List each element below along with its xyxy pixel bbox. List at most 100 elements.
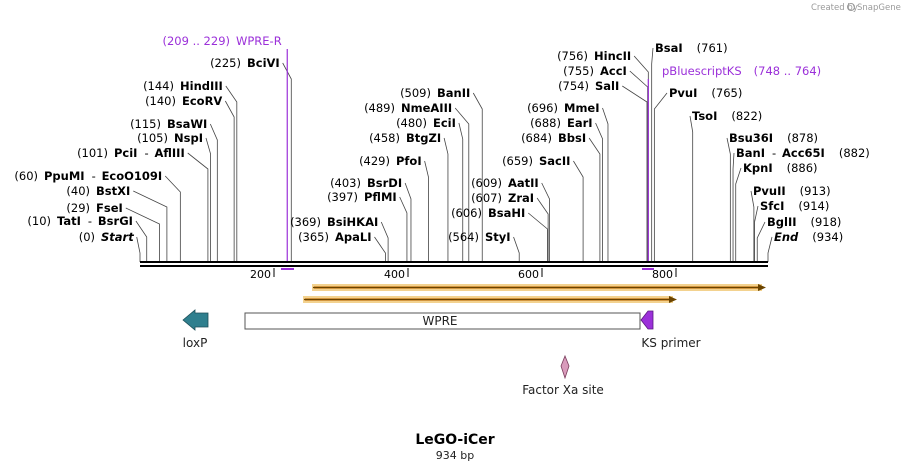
leader-line-pcii xyxy=(187,152,209,262)
map-title: LeGO-iCer xyxy=(415,432,494,448)
factor-xa-label: Factor Xa site xyxy=(522,383,604,397)
site-position: (882) xyxy=(839,146,870,160)
credit-text: Created by xyxy=(811,3,858,13)
site-separator: - xyxy=(88,214,92,228)
leader-line-hindiii xyxy=(225,85,238,262)
site-position: (659) xyxy=(502,154,533,168)
leader-line-pfoi xyxy=(424,160,429,262)
leader-line-sacii xyxy=(573,160,584,262)
leader-line-banii xyxy=(472,92,483,262)
site-name: BciVI xyxy=(247,56,280,70)
site-position: (458) xyxy=(369,131,400,145)
site-position: (914) xyxy=(798,199,829,213)
site-label-bsihkai: (369)BsiHKAI xyxy=(290,215,378,229)
site-position: (0) xyxy=(79,230,95,244)
site-name: StyI xyxy=(485,230,511,244)
loxp-label: loxP xyxy=(183,336,208,350)
site-label-bstxi: (40) BstXI xyxy=(66,184,130,198)
leader-line-nmeaiii xyxy=(454,107,470,262)
site-name: BsaWI xyxy=(167,117,207,131)
site-name-secondary: AflIII xyxy=(154,146,184,160)
site-name: PvuI xyxy=(669,86,697,100)
leader-line-hincii xyxy=(633,55,649,262)
site-label-bani: (882)BanI-Acc65I xyxy=(736,146,870,160)
site-name: SacII xyxy=(539,154,570,168)
leader-line-kpni xyxy=(735,167,742,262)
snapgene-logo-icon xyxy=(847,3,855,11)
site-position: (696) xyxy=(527,101,558,115)
site-label-kpni: (886)KpnI xyxy=(743,161,818,175)
site-name: HindIII xyxy=(180,79,223,93)
site-position: (607) xyxy=(471,191,502,205)
site-position: (761) xyxy=(697,41,728,55)
site-position: (765) xyxy=(711,86,742,100)
site-position: (105) xyxy=(137,131,168,145)
site-label-pfoi: (429)PfoI xyxy=(359,154,422,168)
site-name: Bsu36I xyxy=(729,131,773,145)
site-position: (429) xyxy=(359,154,390,168)
site-name: BtgZI xyxy=(406,131,441,145)
brand-text: SnapGene xyxy=(857,3,901,13)
site-position: (754) xyxy=(558,79,589,93)
site-label-btgzi: (458) BtgZI xyxy=(369,131,441,145)
site-name: PflMI xyxy=(364,190,397,204)
site-name: ZraI xyxy=(508,191,534,205)
leader-line-acci xyxy=(629,70,649,262)
site-position: (10) xyxy=(27,214,51,228)
site-position: (365) xyxy=(298,230,329,244)
ruler-label-400: 400 xyxy=(384,268,405,281)
site-position: (40) xyxy=(66,184,90,198)
site-position: (509) xyxy=(400,86,431,100)
wpre-label: WPRE xyxy=(422,314,457,328)
site-name: MmeI xyxy=(564,101,600,115)
site-name: Start xyxy=(101,230,134,244)
leader-line-sfci xyxy=(754,205,759,262)
site-label-ppumi: (60)PpuMI-EcoO109I xyxy=(14,169,162,183)
site-name: BsaHI xyxy=(488,206,525,220)
site-label-end: (934)End xyxy=(774,230,843,244)
map-length: 934 bp xyxy=(436,449,474,462)
site-position: (101) xyxy=(77,146,108,160)
leader-line-bbsi xyxy=(588,137,601,262)
site-label-hindiii: (144) HindIII xyxy=(143,79,223,93)
site-name: EarI xyxy=(567,116,593,130)
site-name: BsaI xyxy=(655,41,683,55)
site-label-pcii: (101)PciI-AflIII xyxy=(77,146,185,160)
site-label-sacii: (659) SacII xyxy=(502,154,570,168)
site-label-start: (0) Start xyxy=(79,230,135,244)
site-label-ecorv: (140)EcoRV xyxy=(145,94,222,108)
site-label-aatii: (609)AatII xyxy=(471,176,539,190)
leader-line-ecii xyxy=(458,122,464,262)
site-label-styi: (564)StyI xyxy=(448,230,511,244)
site-name: BbsI xyxy=(558,131,586,145)
orf-arrow-short xyxy=(303,296,677,303)
site-label-apali: (365)ApaLI xyxy=(298,230,371,244)
site-name: PciI xyxy=(114,146,137,160)
leader-line-styi xyxy=(513,236,520,262)
site-label-bglii: (918)BglII xyxy=(767,215,841,229)
leader-line-aatii xyxy=(541,182,550,262)
site-position: (489) xyxy=(364,101,395,115)
ruler: 200 400 600 800 xyxy=(250,268,677,281)
leader-line-bsu36i xyxy=(726,137,731,262)
leader-line-bani xyxy=(732,152,735,262)
site-name: KpnI xyxy=(743,161,773,175)
leader-line-pvuii xyxy=(750,190,755,262)
leader-line-bsahi xyxy=(528,212,548,262)
site-name: AccI xyxy=(600,64,627,78)
site-label-pvui: (765) PvuI xyxy=(669,86,742,100)
site-position: (209 .. 229) xyxy=(163,34,231,48)
site-label-sali: (754)SalI xyxy=(558,79,619,93)
site-position: (609) xyxy=(471,176,502,190)
site-label-bbsi: (684)BbsI xyxy=(521,131,586,145)
factor-xa-site-feature xyxy=(560,354,570,380)
site-position: (369) xyxy=(290,215,321,229)
site-label-sfci: (914)SfcI xyxy=(760,199,829,213)
site-label-bsai: (761) BsaI xyxy=(655,41,728,55)
site-name: BstXI xyxy=(96,184,130,198)
site-label-mmei: (696) MmeI xyxy=(527,101,599,115)
site-position: (225) xyxy=(210,56,241,70)
site-label-pbluescriptks: (748 .. 764)pBluescriptKS xyxy=(662,64,821,78)
site-position: (144) xyxy=(143,79,174,93)
